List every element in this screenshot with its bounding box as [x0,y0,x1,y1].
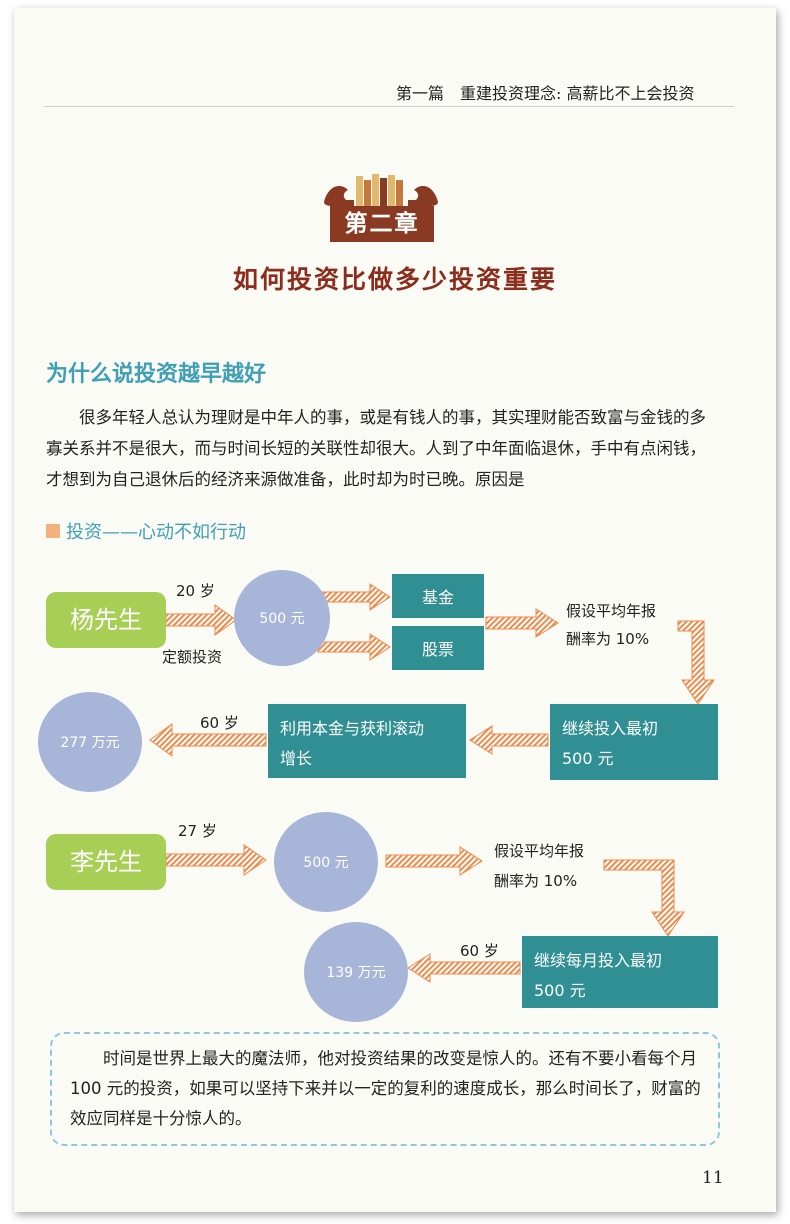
yang-assumption-line1: 假设平均年报 [566,600,656,621]
li-end-age: 60 岁 [460,940,499,961]
yang-continue-box: 继续投入最初 500 元 [550,704,718,780]
yang-end-age: 60 岁 [200,712,239,733]
arrow-right [386,847,482,875]
arrow-left [470,726,548,754]
yang-amount-circle: 500 元 [234,570,330,666]
yang-method-label: 定额投资 [162,646,222,667]
arrow-right [166,845,266,875]
arrow-right [486,609,558,637]
yang-growth-box: 利用本金与获利滚动 增长 [268,704,466,778]
yang-result-circle: 277 万元 [38,692,142,792]
li-assumption-line1: 假设平均年报 [494,840,584,861]
page-number: 11 [702,1168,724,1188]
yang-continue-line1: 继续投入最初 [562,714,706,744]
yang-age-label: 20 岁 [176,580,215,601]
arrow-elbow [604,860,684,936]
fund-box: 基金 [392,574,484,618]
yang-assumption-line2: 酬率为 10% [566,628,649,649]
person-li: 李先生 [46,834,166,890]
arrow-right [166,605,236,635]
yang-growth-line1: 利用本金与获利滚动 [280,714,454,744]
yang-growth-line2: 增长 [280,744,454,774]
arrow-right [318,634,390,660]
li-age-label: 27 岁 [178,820,217,841]
li-continue-line1: 继续每月投入最初 [534,946,706,976]
quote-box: 时间是世界上最大的魔法师，他对投资结果的改变是惊人的。还有不要小看每个月 100… [50,1032,720,1146]
li-continue-line2: 500 元 [534,976,706,1006]
li-assumption-line2: 酬率为 10% [494,870,577,891]
li-amount-circle: 500 元 [274,812,378,912]
li-continue-box: 继续每月投入最初 500 元 [522,936,718,1008]
arrow-elbow [678,621,714,704]
yang-continue-line2: 500 元 [562,744,706,774]
stock-box: 股票 [392,626,484,670]
arrow-right [318,584,390,610]
li-result-circle: 139 万元 [304,922,408,1022]
person-yang: 杨先生 [46,592,166,648]
